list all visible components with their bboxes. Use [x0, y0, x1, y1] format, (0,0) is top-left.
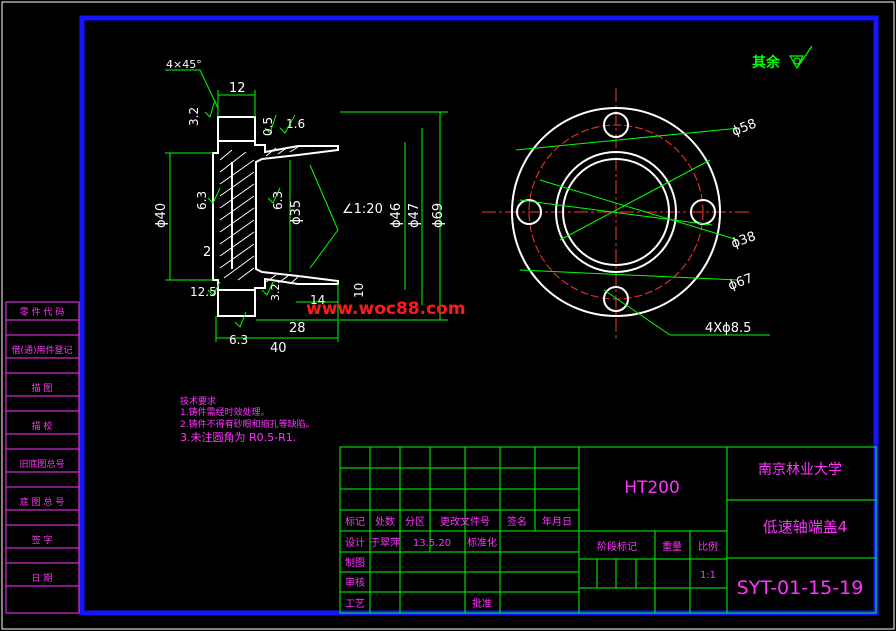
dim-rough-inner-left: 6.3 [195, 191, 209, 210]
dim-rough-bottom-left: 12.5 [190, 285, 217, 299]
strip-label-3: 描 图 [32, 382, 53, 394]
roughness-label: 其余 [752, 54, 781, 71]
dim-dia-47: ϕ47 [407, 203, 422, 228]
header-mark: 标记 [345, 516, 365, 528]
inner-circle-58 [555, 151, 677, 273]
dim-len-14: 14 [310, 293, 325, 307]
scale-value: 1:1 [700, 570, 716, 581]
dim-taper: ∠1:20 [342, 202, 383, 217]
dim-dia-38: ϕ38 [729, 229, 758, 252]
outer-circle [511, 107, 721, 317]
dim-dia-inner: ϕ35 [289, 200, 304, 225]
part-name: 低速轴端盖4 [763, 518, 848, 536]
strip-label-2: 借(通)用件登记 [11, 344, 72, 356]
header-zone: 分区 [405, 516, 425, 528]
dim-len-10: 10 [352, 283, 366, 298]
dim-rough-top-right: 1.6 [286, 117, 305, 131]
header-date: 年月日 [542, 515, 572, 528]
tech-notes: 技术要求 1.铸件需经时效处理。 2.铸件不得有砂眼和缩孔等缺陷。 3.未注圆角… [180, 395, 315, 444]
dim-rough-bottom-mid: 3.2 [269, 284, 282, 302]
approve-label: 批准 [472, 597, 492, 610]
title-block: HT200 南京林业大学 低速轴端盖4 SYT-01-15-19 标记 处数 分… [339, 446, 877, 614]
tech-note-3: 3.未注圆角为 R0.5-R1. [180, 430, 296, 444]
tech-notes-title: 技术要求 [180, 395, 216, 407]
scale-label: 比例 [698, 540, 718, 553]
strip-label-4: 描 校 [32, 420, 53, 432]
material-text: HT200 [624, 478, 680, 498]
strip-label-7: 签 字 [32, 534, 53, 546]
chamfer-label: 4×45° [166, 58, 202, 71]
review-label: 审核 [345, 576, 365, 589]
design-label: 设计 [345, 536, 365, 549]
dim-dia-46: ϕ46 [389, 203, 404, 228]
tech-note-1: 1.铸件需经时效处理。 [180, 406, 270, 418]
dim-dia-67: ϕ67 [726, 271, 755, 294]
dim-len-28: 28 [289, 321, 306, 336]
check-surface-icon [788, 45, 813, 70]
bolt-circle [528, 124, 704, 300]
dim-len-40: 40 [270, 341, 287, 356]
inner-circle-38 [562, 158, 670, 266]
dim-rough-inner-right: 6.3 [271, 191, 285, 210]
dim-dia-69: ϕ69 [431, 203, 446, 228]
plan-leaders [515, 127, 770, 336]
dim-dia-left: ϕ40 [154, 203, 169, 228]
strip-label-1: 零 件 代 码 [20, 306, 65, 318]
standard-label: 标准化 [467, 536, 497, 549]
header-sign: 签名 [507, 515, 527, 528]
dim-rough-bottom: 6.3 [229, 333, 248, 347]
drawing-number: SYT-01-15-19 [737, 577, 864, 599]
roughness-note: 其余 [752, 45, 813, 71]
dim-gap-top: 0.5 [261, 117, 275, 136]
roughness-marks [204, 99, 296, 328]
dim-holes: 4Xϕ8.5 [705, 321, 751, 336]
header-count: 处数 [375, 515, 395, 528]
dimension-lines [165, 69, 448, 342]
strip-label-5: 旧底图总号 [19, 458, 64, 470]
school-name: 南京林业大学 [758, 462, 842, 478]
draw-label: 制图 [345, 556, 365, 569]
part-outline [212, 116, 339, 317]
design-date: 13.5.20 [413, 538, 451, 549]
strip-label-8: 日 期 [32, 573, 53, 584]
process-label: 工艺 [345, 598, 365, 610]
watermark-text: www.woc88.com [306, 299, 466, 319]
designer-name: 于翠萍 [370, 537, 400, 549]
plan-view: ϕ58 ϕ38 ϕ67 4Xϕ8.5 [482, 88, 770, 340]
tech-note-2: 2.铸件不得有砂眼和缩孔等缺陷。 [180, 418, 315, 430]
strip-label-6: 底 图 总 号 [20, 496, 65, 508]
header-change-doc: 更改文件号 [440, 515, 490, 528]
weight-label: 重量 [662, 540, 682, 553]
left-strip: 零 件 代 码 借(通)用件登记 描 图 描 校 旧底图总号 底 图 总 号 签… [5, 301, 80, 614]
section-view: 12 12 3.2 0.5 1.6 ϕ40 6.3 6.3 ϕ35 ∠1:20 … [154, 58, 448, 356]
dim-rough-top-left: 3.2 [187, 107, 201, 126]
stage-label: 阶段标记 [597, 540, 637, 553]
section-hatch [219, 146, 299, 285]
dim-top-width: 12 [229, 81, 246, 96]
dim-step-2: 2 [203, 245, 211, 260]
dim-dia-58: ϕ58 [730, 116, 759, 139]
